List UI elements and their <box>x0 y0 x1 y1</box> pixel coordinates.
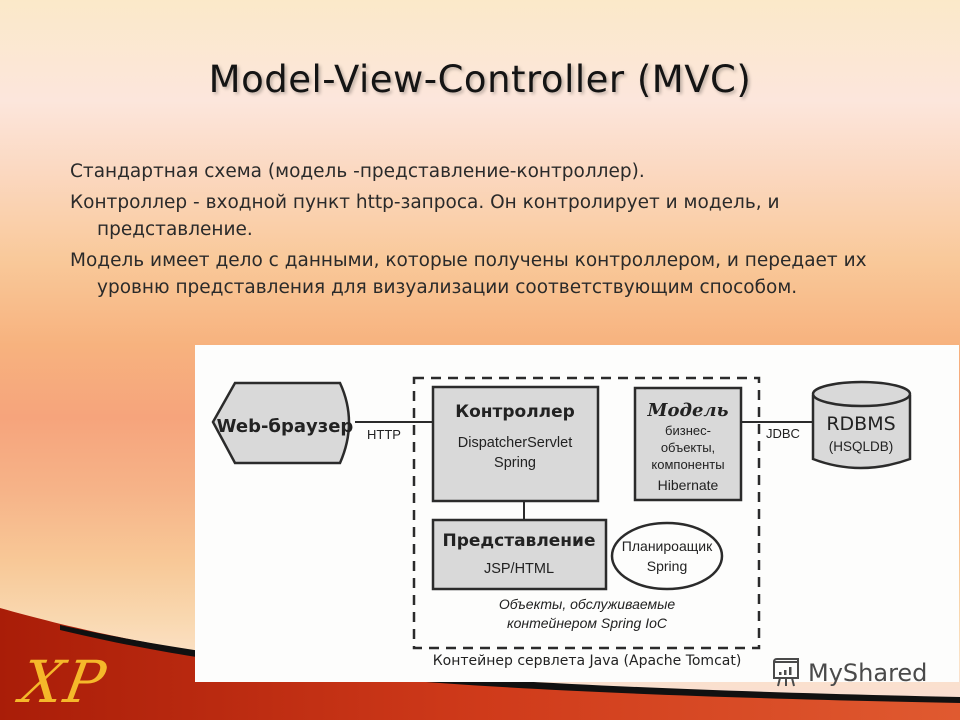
model-line3: компоненты <box>651 457 724 472</box>
bullet-list: Стандартная схема (модель -представление… <box>70 158 920 305</box>
browser-label: Web-браузер <box>217 416 354 437</box>
model-node: Модель бизнес- объекты, компоненты Hiber… <box>633 386 743 502</box>
scheduler-line2: Spring <box>647 558 687 574</box>
mvc-diagram: Web-браузер HTTP Контроллер DispatcherSe… <box>211 376 912 669</box>
scheduler-node: Планироащик Spring <box>610 521 724 591</box>
model-line1: бизнес- <box>665 423 711 438</box>
model-line2: объекты, <box>661 440 715 455</box>
ioc-container-border <box>412 376 761 650</box>
jdbc-label: JDBC <box>766 426 800 441</box>
red-swoosh-decoration <box>0 608 960 720</box>
bullet-item: Стандартная схема (модель -представление… <box>70 161 645 182</box>
view-title: Представление <box>443 531 596 551</box>
ioc-caption-line1: Объекты, обслуживаемые <box>499 596 676 612</box>
http-label: HTTP <box>367 427 401 442</box>
bullet-item: Модель имеет дело с данными, которые пол… <box>70 250 867 298</box>
view-line1: JSP/HTML <box>484 561 554 577</box>
model-line4: Hibernate <box>658 477 719 493</box>
scheduler-line1: Планироащик <box>622 538 713 554</box>
ioc-caption-line2: контейнером Spring IoC <box>507 615 668 631</box>
container-caption: Контейнер сервлета Java (Apache Tomcat) <box>433 653 742 669</box>
myshared-watermark: MyShared <box>770 655 927 691</box>
watermark-text: MyShared <box>808 659 928 687</box>
controller-line1: DispatcherServlet <box>458 435 572 451</box>
xp-logo: XP <box>16 648 113 716</box>
database-subtitle: (HSQLDB) <box>829 439 894 454</box>
presentation-board-icon <box>773 658 799 687</box>
web-browser-node: Web-браузер <box>211 381 354 465</box>
controller-line2: Spring <box>494 455 536 471</box>
controller-title: Контроллер <box>455 402 575 422</box>
database-title: RDBMS <box>826 413 895 435</box>
mvc-diagram-figure: Web-браузер HTTP Контроллер DispatcherSe… <box>195 345 959 682</box>
model-title: Модель <box>647 400 729 421</box>
controller-node: Контроллер DispatcherServlet Spring <box>431 385 600 503</box>
view-node: Представление JSP/HTML <box>431 518 608 591</box>
bullet-item: Контроллер - входной пункт http-запроса.… <box>70 192 780 240</box>
slide-title: Model-View-Controller (MVC) <box>208 58 752 101</box>
database-node: RDBMS (HSQLDB) <box>811 380 912 470</box>
